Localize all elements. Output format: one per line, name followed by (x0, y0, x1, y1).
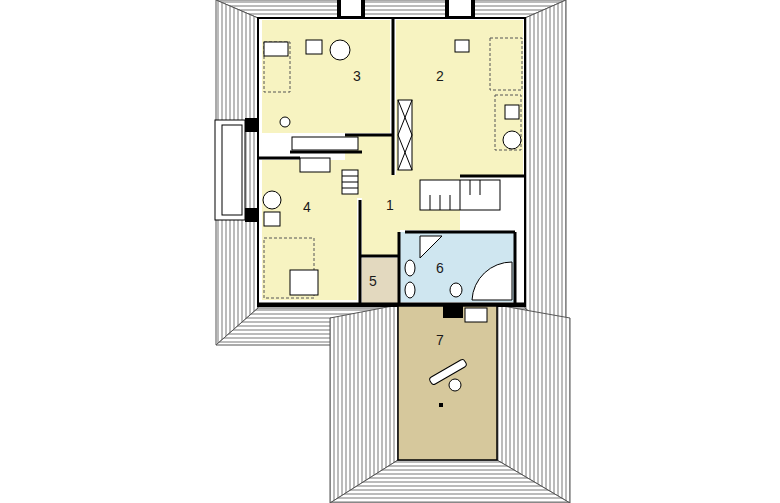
room-floor (396, 20, 523, 175)
table (503, 131, 521, 149)
roof-slope (216, 0, 566, 18)
roof-slope (525, 0, 566, 345)
room-floor (262, 20, 390, 133)
stair (342, 170, 358, 194)
toilet (450, 283, 462, 297)
table (449, 379, 461, 391)
wall (290, 151, 362, 154)
house-floor (258, 18, 525, 306)
stair-step (480, 180, 481, 195)
nightstand (455, 40, 469, 52)
lounger (429, 359, 468, 386)
wall (258, 303, 525, 306)
furniture (264, 38, 522, 298)
wall (405, 231, 515, 234)
stair-step (342, 188, 358, 189)
room-floor (262, 160, 357, 300)
room-floor (362, 258, 398, 304)
bay-window-frame (222, 125, 242, 215)
wall (460, 175, 525, 178)
callout-number: 4 (303, 199, 311, 215)
dormer (337, 0, 365, 18)
callout-number: 7 (436, 332, 444, 348)
roof-slope (216, 0, 258, 345)
wall (258, 157, 300, 160)
staircase (342, 170, 500, 210)
stair-step (342, 176, 358, 177)
wardrobe (300, 158, 330, 172)
chair (505, 105, 519, 119)
wardrobe (292, 137, 358, 150)
chimney (465, 308, 487, 322)
callout-number: 2 (436, 68, 444, 84)
wardrobe-mark (398, 100, 412, 135)
dormer (445, 0, 475, 18)
chimney (443, 304, 463, 318)
dormer-window (341, 0, 361, 16)
furniture (263, 40, 521, 300)
wall (392, 18, 395, 175)
roof-slope (330, 460, 570, 503)
callout-number: 1 (386, 197, 394, 213)
wall-pier (245, 118, 258, 132)
stair-step (440, 195, 441, 210)
pillow (264, 42, 288, 56)
wardrobe-mark (398, 100, 412, 135)
wardrobe-mark (398, 135, 412, 170)
wall (345, 134, 393, 137)
bathtub (472, 262, 512, 300)
table (330, 40, 350, 60)
bay-window (215, 120, 245, 220)
wall (360, 255, 400, 258)
wall (398, 232, 401, 304)
stair (420, 180, 500, 210)
dormer-window (449, 0, 471, 16)
bed (264, 42, 290, 92)
chair (306, 40, 322, 54)
callout-number: 3 (353, 68, 361, 84)
wall (359, 200, 362, 304)
walls (258, 18, 525, 304)
wardrobe-mark (398, 135, 412, 170)
bed (290, 270, 318, 295)
stair-step (460, 180, 461, 210)
stair-step (450, 195, 451, 210)
callout-number: 6 (436, 260, 444, 276)
wall (514, 232, 517, 304)
table (263, 191, 281, 209)
post (439, 403, 443, 407)
terrace-floor (398, 306, 497, 460)
chair (264, 212, 280, 226)
stair-step (342, 182, 358, 183)
bed (490, 38, 522, 90)
washbasin (405, 260, 415, 276)
desk (495, 95, 521, 150)
washbasin (405, 282, 415, 298)
shower (420, 236, 442, 258)
stair-step (470, 180, 471, 195)
lamp (280, 117, 290, 127)
wall-pier (245, 208, 258, 222)
room-floor (400, 232, 515, 302)
wardrobe (398, 100, 412, 170)
stair-step (430, 195, 431, 210)
callout-number: 5 (369, 273, 377, 289)
